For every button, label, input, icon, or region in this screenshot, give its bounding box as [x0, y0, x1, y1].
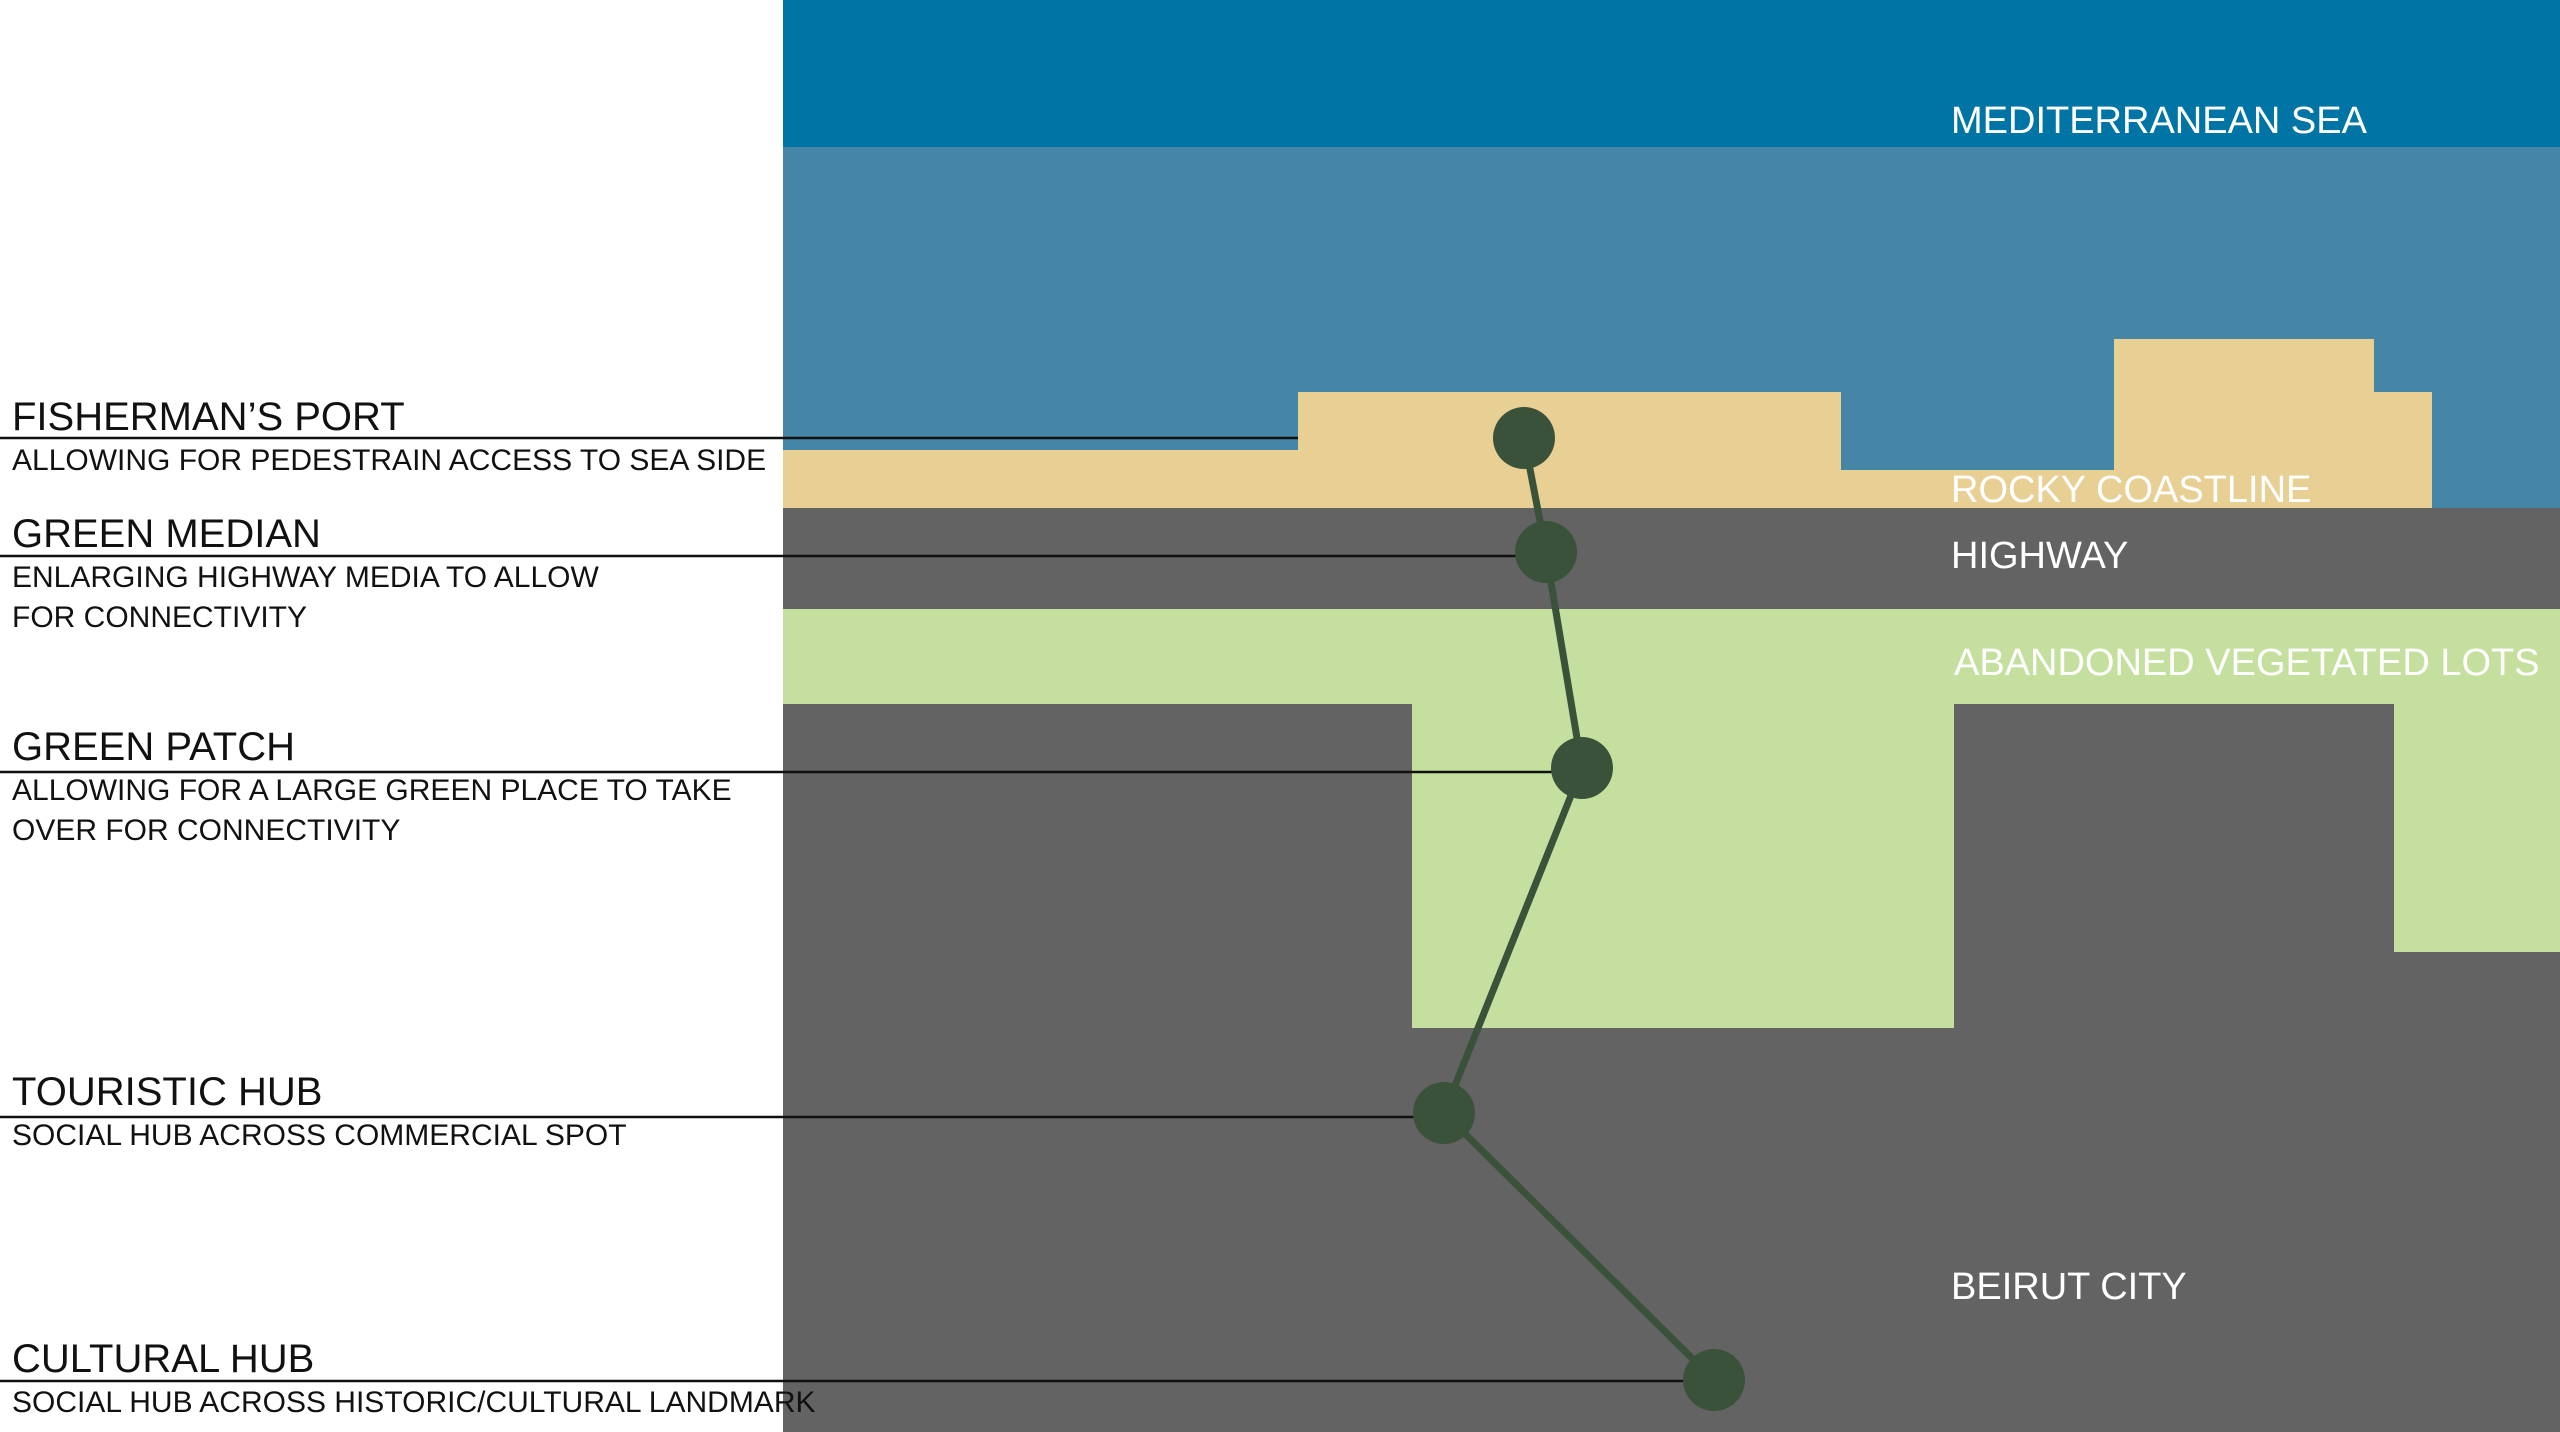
zone-labels: MEDITERRANEAN SEA ROCKY COASTLINE HIGHWA… — [1951, 100, 2540, 1308]
callout-cultural-hub: CULTURAL HUB SOCIAL HUB ACROSS HISTORIC/… — [12, 1337, 816, 1419]
vegetated-lots-label: ABANDONED VEGETATED LOTS — [1954, 642, 2540, 684]
callout-desc-line: ALLOWING FOR A LARGE GREEN PLACE TO TAKE — [12, 774, 732, 807]
callout-title: TOURISTIC HUB — [12, 1070, 322, 1114]
node-green-median[interactable] — [1515, 521, 1577, 583]
rocky-coastline-zone — [783, 339, 2432, 509]
callouts: FISHERMAN’S PORT ALLOWING FOR PEDESTRAIN… — [12, 395, 816, 1419]
callout-touristic-hub: TOURISTIC HUB SOCIAL HUB ACROSS COMMERCI… — [12, 1070, 627, 1152]
leader-lines — [0, 436, 1700, 1383]
callout-title: FISHERMAN’S PORT — [12, 395, 405, 439]
callout-green-patch: GREEN PATCH ALLOWING FOR A LARGE GREEN P… — [12, 725, 732, 847]
highway-zone — [783, 508, 2560, 610]
callout-green-median: GREEN MEDIAN ENLARGING HIGHWAY MEDIA TO … — [12, 512, 599, 634]
node-fishermans-port[interactable] — [1493, 407, 1555, 469]
callout-title: GREEN PATCH — [12, 725, 295, 769]
sea-deep-zone — [783, 0, 2560, 148]
connectivity-nodes — [1413, 407, 1745, 1411]
callout-title: CULTURAL HUB — [12, 1337, 314, 1381]
callout-desc-line: ALLOWING FOR PEDESTRAIN ACCESS TO SEA SI… — [12, 444, 766, 477]
callout-desc-line: FOR CONNECTIVITY — [12, 601, 307, 634]
vegetated-lots-zone — [783, 609, 2560, 1029]
callout-fishermans-port: FISHERMAN’S PORT ALLOWING FOR PEDESTRAIN… — [12, 395, 766, 477]
beirut-city-label: BEIRUT CITY — [1951, 1266, 2187, 1308]
highway-label: HIGHWAY — [1951, 535, 2128, 577]
sea-label: MEDITERRANEAN SEA — [1951, 100, 2368, 142]
callout-desc-line: ENLARGING HIGHWAY MEDIA TO ALLOW — [12, 561, 599, 594]
callout-desc-line: OVER FOR CONNECTIVITY — [12, 814, 400, 847]
node-touristic-hub[interactable] — [1413, 1082, 1475, 1144]
coastline-label: ROCKY COASTLINE — [1951, 469, 2311, 511]
callout-title: GREEN MEDIAN — [12, 512, 321, 556]
map-zones — [783, 0, 2560, 1432]
node-green-patch[interactable] — [1551, 737, 1613, 799]
callout-desc-line: SOCIAL HUB ACROSS COMMERCIAL SPOT — [12, 1119, 627, 1152]
node-cultural-hub[interactable] — [1683, 1349, 1745, 1411]
callout-desc-line: SOCIAL HUB ACROSS HISTORIC/CULTURAL LAND… — [12, 1386, 816, 1419]
beirut-city-zone — [783, 704, 2560, 1432]
